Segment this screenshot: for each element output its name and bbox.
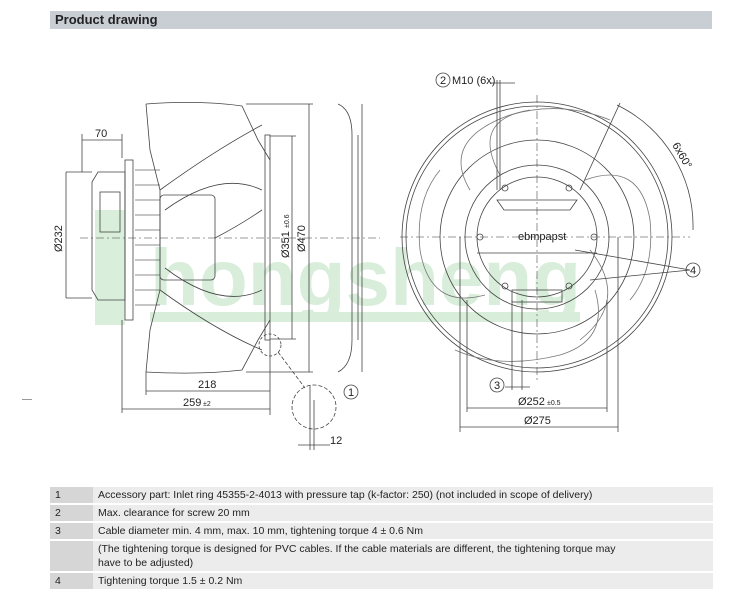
dim-259: 259: [183, 397, 201, 409]
dim-470: Ø470: [296, 225, 308, 252]
watermark: hongsheng: [95, 210, 581, 325]
brand-logo: ebmpapst: [518, 231, 566, 243]
dim-12: 12: [330, 435, 342, 447]
section-header: Product drawing: [50, 11, 712, 29]
callout-1: 1: [348, 387, 354, 399]
dim-275: Ø275: [524, 415, 551, 427]
section-title: Product drawing: [55, 12, 158, 27]
dim-252: Ø252: [518, 396, 545, 408]
dim-218: 218: [198, 379, 216, 391]
dim-351: Ø351: [280, 231, 292, 258]
dim-232: Ø232: [53, 225, 65, 252]
svg-text:hongsheng: hongsheng: [150, 233, 581, 322]
divider: [22, 399, 32, 400]
callout-3: 3: [494, 380, 500, 392]
dim-70: 70: [95, 128, 107, 140]
table-row: (The tightening torque is designed for P…: [50, 541, 713, 571]
callout-2: 2: [440, 75, 446, 87]
front-view: [400, 72, 701, 432]
dim-351-tol: ±0.6: [284, 214, 291, 228]
dim-259-tol: ±2: [203, 401, 211, 408]
side-view: [65, 102, 363, 450]
dim-252-tol: ±0.5: [547, 400, 561, 407]
callout-4: 4: [690, 265, 696, 277]
product-drawing: hongsheng: [53, 72, 701, 450]
m10-label: M10 (6x): [452, 75, 495, 87]
side-view-labels: 70 Ø232 Ø351 ±0.6 Ø470 218 259 ±2 12 1: [53, 128, 354, 447]
